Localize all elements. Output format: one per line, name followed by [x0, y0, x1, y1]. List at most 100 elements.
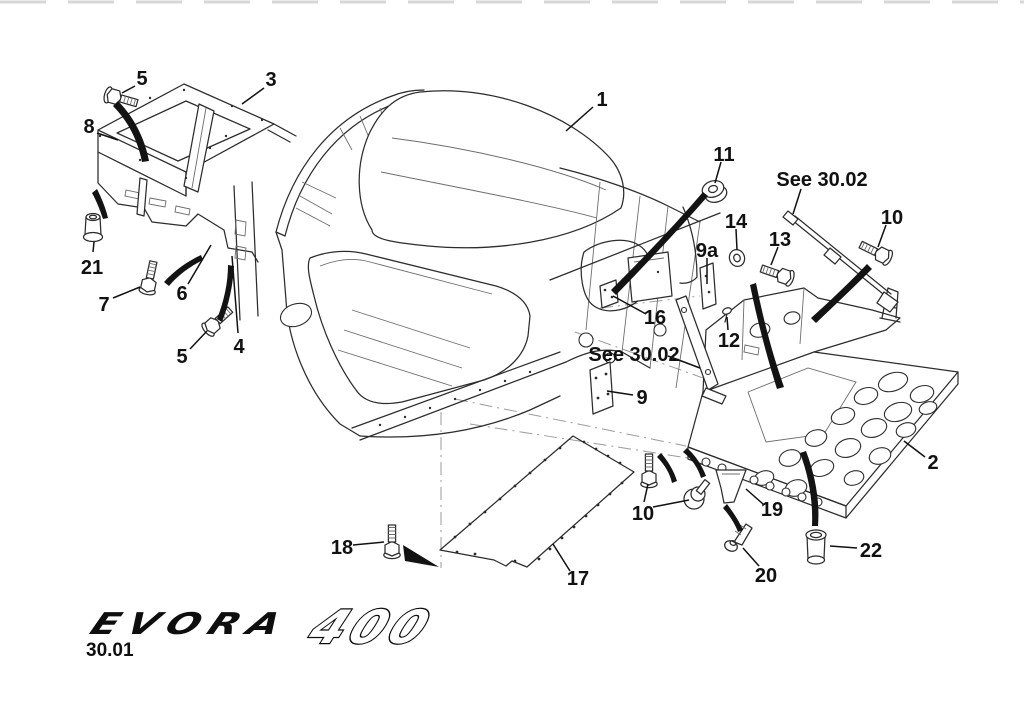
- leader-line: [667, 355, 701, 369]
- leader-line: [792, 188, 802, 215]
- brand-logo: EVORA 400 30.01: [85, 600, 444, 661]
- callout-label-3: 3: [265, 69, 276, 91]
- bracket-9: [589, 361, 614, 415]
- callout-label-see-3002-top: See 30.02: [776, 169, 867, 191]
- leader-line: [121, 85, 136, 94]
- part-callout-17: 17: [552, 543, 589, 590]
- callout-label-11: 11: [713, 144, 734, 166]
- logo-400-text: 400: [300, 601, 443, 654]
- deck-lightening-holes: [753, 371, 938, 497]
- clip-12: [722, 307, 732, 323]
- part-callout-13: 13: [769, 229, 791, 266]
- part-callout-5b: 5: [176, 330, 208, 368]
- leader-line: [829, 545, 858, 549]
- swoosh-bolt7: [164, 255, 203, 286]
- callout-label-22: 22: [860, 540, 882, 562]
- part-callout-9a: 9a: [696, 240, 719, 284]
- callout-label-16: 16: [644, 307, 666, 329]
- leader-line: [112, 286, 141, 299]
- brace-see-3002: [675, 295, 727, 405]
- callout-label-5b: 5: [176, 346, 187, 368]
- callout-label-7: 7: [98, 294, 109, 316]
- leader-line: [726, 316, 729, 331]
- callout-label-9: 9: [636, 387, 647, 409]
- swoosh-grommet-11: [611, 192, 708, 295]
- washer-14: [728, 248, 746, 268]
- fasteners: [82, 85, 896, 565]
- leader-line: [189, 330, 208, 350]
- callout-label-10b: 10: [632, 503, 654, 525]
- bolt-7: [137, 259, 163, 297]
- bracket-19: [715, 469, 747, 504]
- leader-line: [92, 241, 95, 253]
- part-callout-11: 11: [713, 144, 735, 184]
- part-callout-6: 6: [176, 244, 212, 305]
- clip-20: [724, 523, 753, 552]
- callout-label-1: 1: [596, 89, 607, 111]
- part-callout-10b: 10: [632, 483, 690, 525]
- front-subframe: [97, 83, 297, 263]
- part-callout-21: 21: [81, 241, 103, 279]
- callout-label-see-3002-bottom: See 30.02: [588, 344, 679, 366]
- leader-line: [187, 244, 212, 285]
- leader-line: [877, 224, 887, 248]
- leader-line: [742, 547, 760, 567]
- part-callout-14: 14: [725, 211, 748, 251]
- leader-line: [652, 499, 690, 508]
- part-callout-3: 3: [241, 69, 277, 105]
- leader-line: [552, 543, 571, 572]
- arrow-bolt-18: [403, 545, 439, 567]
- part-callout-5a: 5: [121, 68, 148, 94]
- swoosh-bolt5-front: [113, 101, 149, 162]
- callout-label-21: 21: [81, 257, 103, 279]
- bracket-16: [599, 279, 619, 309]
- swoosh-frame-left: [92, 189, 108, 219]
- bolt-13: [758, 260, 797, 288]
- body-tub: [233, 89, 721, 441]
- swoosh-bolt-10b2: [683, 448, 706, 478]
- callout-label-8: 8: [83, 116, 94, 138]
- swoosh-bolt-13: [750, 283, 784, 389]
- callout-label-6: 6: [176, 283, 187, 305]
- callout-label-19: 19: [761, 499, 783, 521]
- leader-line: [241, 87, 265, 105]
- callout-label-17: 17: [567, 568, 589, 590]
- section-code: 30.01: [86, 640, 134, 661]
- callout-label-4: 4: [233, 336, 245, 358]
- bushing-21: [82, 212, 104, 243]
- grommet-11: [701, 180, 728, 203]
- bracket-9a: [699, 262, 717, 310]
- bolt-18: [383, 524, 401, 560]
- callout-label-14: 14: [725, 211, 748, 233]
- swoosh-bushing-22: [800, 451, 819, 526]
- leader-line: [643, 483, 649, 503]
- part-callout-7: 7: [98, 286, 141, 316]
- callout-label-9a: 9a: [696, 240, 719, 262]
- leader-line: [612, 295, 647, 315]
- leader-line: [606, 390, 634, 396]
- callout-label-18: 18: [331, 537, 353, 559]
- bolt-10-upper: [856, 236, 896, 268]
- swoosh-bolt-10a: [811, 264, 872, 323]
- bushing-22: [805, 529, 827, 565]
- leader-line: [714, 161, 722, 184]
- leader-line: [96, 132, 119, 141]
- part-callout-22: 22: [829, 540, 882, 562]
- swoosh-bolt5-lower: [217, 265, 234, 322]
- logo-evora-text: EVORA: [85, 607, 296, 641]
- leader-line: [745, 488, 764, 505]
- callout-label-5a: 5: [136, 68, 147, 90]
- callout-label-13: 13: [769, 229, 791, 251]
- part-callout-1: 1: [565, 89, 608, 132]
- callout-label-2: 2: [927, 452, 938, 474]
- leader-line: [565, 106, 594, 132]
- leader-line: [903, 440, 926, 458]
- part-callout-4: 4: [231, 255, 245, 358]
- swoosh-clip-20: [723, 504, 743, 532]
- part-callout-19: 19: [745, 488, 783, 521]
- callout-label-20: 20: [755, 565, 777, 587]
- cross-reference-note-see-3002-bottom: See 30.02: [588, 344, 701, 369]
